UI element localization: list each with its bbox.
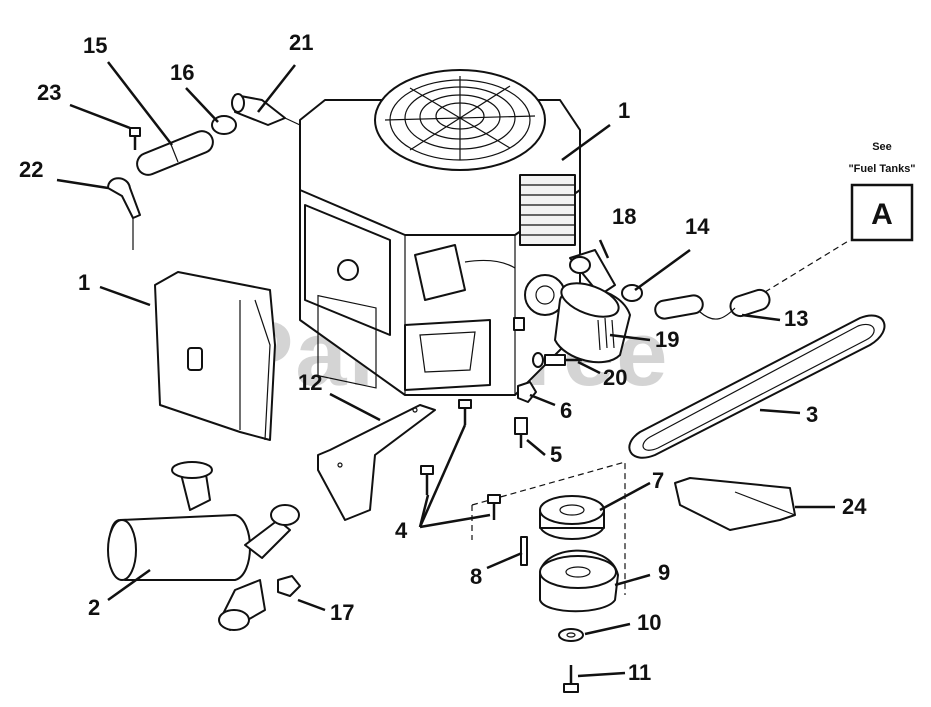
washer-10[interactable] [558, 628, 584, 642]
label-13: 13 [784, 306, 808, 331]
pulley-9[interactable] [539, 549, 619, 613]
hex-nut-17[interactable] [277, 575, 301, 597]
hose-15[interactable] [134, 128, 216, 178]
shield-24[interactable] [674, 477, 796, 531]
bolt-11[interactable] [563, 665, 579, 693]
label-22: 22 [19, 157, 43, 182]
label-12: 12 [298, 370, 322, 395]
bracket-12[interactable] [317, 404, 436, 521]
see-label: See [872, 141, 892, 153]
reference-letter: A [871, 198, 893, 231]
label-18: 18 [612, 204, 636, 229]
label-11: 11 [628, 660, 651, 685]
engine[interactable] [299, 69, 581, 396]
label-10: 10 [637, 610, 661, 635]
fitting-21[interactable] [231, 93, 301, 126]
label-1-engine: 1 [618, 98, 630, 123]
label-8: 8 [470, 564, 482, 589]
air-shroud[interactable] [154, 271, 276, 441]
label-5: 5 [550, 442, 562, 467]
label-15: 15 [83, 33, 107, 58]
label-1-shroud: 1 [78, 270, 90, 295]
label-3: 3 [806, 402, 818, 427]
drive-belt[interactable] [628, 314, 886, 459]
label-17: 17 [330, 600, 354, 625]
fuel-tanks-reference[interactable]: See "Fuel Tanks" A [848, 141, 916, 242]
label-4: 4 [395, 518, 408, 543]
part-number-labels: 1 1 2 3 4 5 6 7 8 9 10 11 12 13 14 15 16… [19, 30, 867, 685]
oil-filter-19[interactable] [554, 277, 631, 364]
label-21: 21 [289, 30, 313, 55]
label-7: 7 [652, 468, 664, 493]
label-2: 2 [88, 595, 100, 620]
label-24: 24 [842, 494, 867, 519]
fuel-tanks-label: "Fuel Tanks" [848, 163, 915, 175]
drain-fitting-20[interactable] [532, 352, 582, 368]
screw-23[interactable] [129, 127, 141, 150]
label-19: 19 [655, 327, 679, 352]
bolt-5[interactable] [514, 417, 528, 448]
label-16: 16 [170, 60, 194, 85]
pulley-7[interactable] [539, 495, 605, 540]
label-23: 23 [37, 80, 61, 105]
clip-22[interactable] [107, 177, 141, 250]
label-20: 20 [603, 365, 627, 390]
label-14: 14 [685, 214, 710, 239]
bolts-4[interactable] [420, 399, 501, 520]
label-6: 6 [560, 398, 572, 423]
fuel-line-13[interactable] [654, 287, 772, 320]
key-8[interactable] [520, 536, 528, 566]
fuel-pump-18[interactable] [569, 249, 616, 296]
leader-lines [56, 61, 835, 678]
label-9: 9 [658, 560, 670, 585]
muffler[interactable] [107, 461, 300, 631]
